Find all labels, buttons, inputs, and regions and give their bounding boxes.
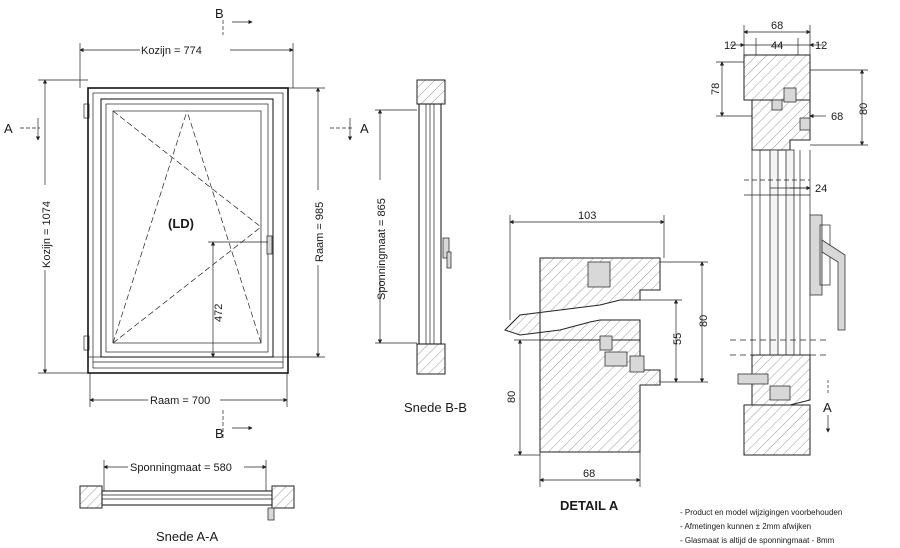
kozijn-width-label: Kozijn = 774 [141,45,202,57]
section-aa-caption: Snede A-A [156,529,218,544]
section-b-marker-bottom [222,410,253,440]
note-line-3: - Glasmaat is altijd de sponningmaat - 8… [680,536,835,545]
section-a-marker-right [330,118,353,141]
section-b-marker-top [222,19,253,35]
section-a-marker-left [20,118,41,141]
section-b-label-top: B [215,6,224,21]
vertical-dim-12-right: 12 [815,40,827,52]
detail-a-dim-68: 68 [583,468,595,480]
section-bb-dimension-label: Sponningmaat = 865 [376,198,388,300]
detail-a-dim-55: 55 [672,333,684,345]
vertical-dim-12-left: 12 [724,40,736,52]
raam-height-dimension-line [288,87,325,358]
section-aa-dimension-label: Sponningmaat = 580 [130,462,232,474]
opening-type-label: (LD) [168,216,194,231]
kozijn-height-label: Kozijn = 1074 [41,201,53,268]
detail-a-dim-80-left: 80 [506,391,518,403]
section-a-label-left: A [4,121,13,136]
note-line-1: - Product en model wijzigingen voorbehou… [680,508,842,517]
vertical-section-a-label: A [823,400,832,415]
vertical-dim-68-top: 68 [771,20,783,32]
front-view [83,87,289,374]
vertical-dim-78: 78 [710,83,722,95]
section-b-label-bottom: B [215,426,224,441]
kozijn-width-dimension-line [79,43,294,88]
section-a-label-right: A [360,121,369,136]
detail-a-caption: DETAIL A [560,498,619,513]
raam-width-label: Raam = 700 [150,395,210,407]
note-line-2: - Afmetingen kunnen ± 2mm afwijken [680,522,811,531]
detail-a-dim-80-right: 80 [698,315,710,327]
detail-a-drawing [504,215,708,487]
vertical-dim-44: 44 [771,40,783,52]
detail-a-dim-103: 103 [578,210,596,222]
raam-width-dimension-line [89,373,288,407]
section-bb-drawing [373,79,452,375]
section-aa-drawing [79,460,295,521]
handle-height-dimension: 472 [213,304,225,322]
vertical-dim-68-side: 68 [831,111,843,123]
vertical-dim-24: 24 [815,183,827,195]
section-bb-caption: Snede B-B [404,400,467,415]
raam-height-label: Raam = 985 [314,202,326,262]
vertical-section-drawing [716,25,868,456]
vertical-dim-80: 80 [858,103,870,115]
kozijn-height-dimension-line [38,79,88,374]
